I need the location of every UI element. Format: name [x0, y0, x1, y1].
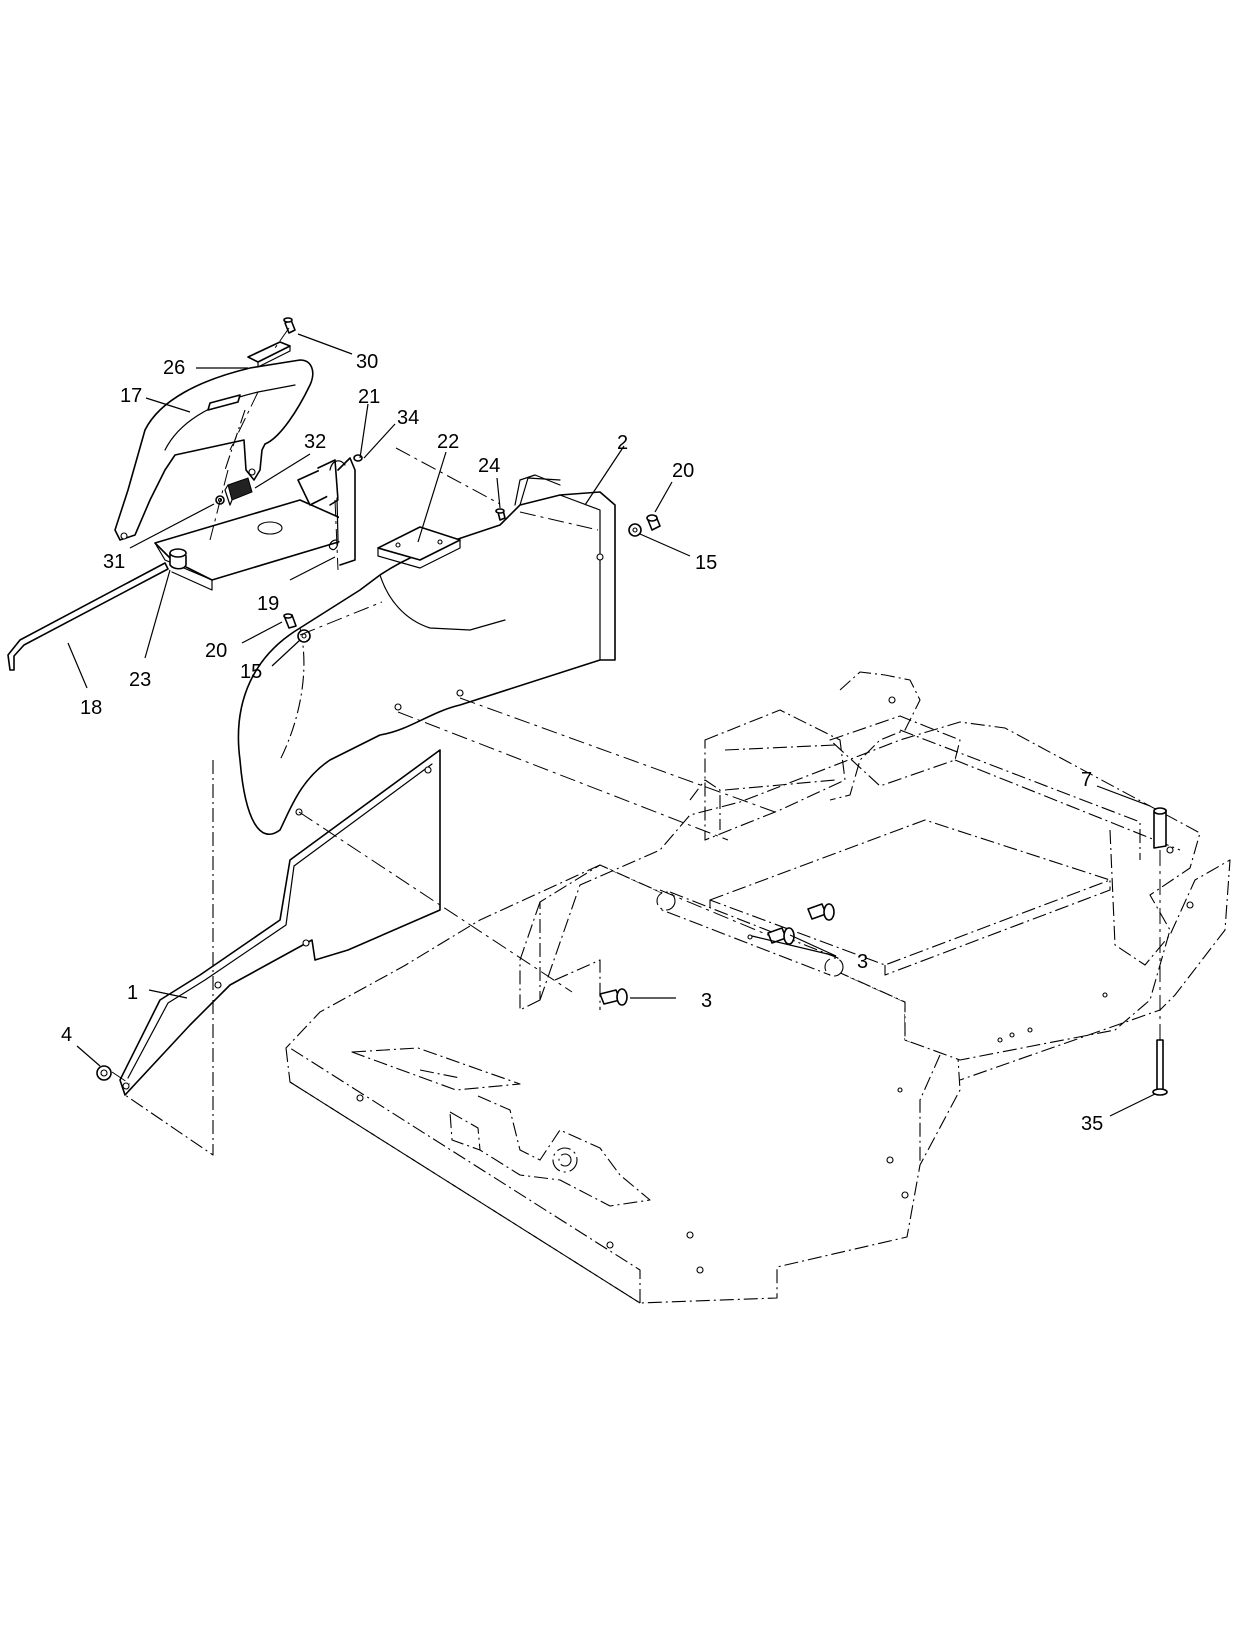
part-22-bracket: [377, 526, 461, 569]
callout-35: 35: [1081, 1113, 1103, 1135]
callout-32: 32: [304, 431, 326, 453]
callout-15b: 15: [240, 661, 262, 683]
callout-2: 2: [617, 432, 628, 454]
callout-19: 19: [257, 593, 279, 615]
part-20-bolt-lower: [283, 613, 297, 629]
part-7-spacer: [1153, 807, 1167, 849]
part-23-pivot: [169, 548, 187, 570]
part-32-latch: [224, 477, 253, 506]
leader-lines: [67, 333, 1156, 1117]
part-18-rod: [7, 562, 169, 671]
callout-22: 22: [437, 431, 459, 453]
part-4-nut: [96, 1065, 112, 1081]
callout-3b: 3: [701, 990, 712, 1012]
part-15-washer-lower: [297, 629, 311, 643]
part-3-bolt-a: [807, 903, 835, 921]
callout-15a: 15: [695, 552, 717, 574]
part-21-mount-bracket: [154, 457, 356, 591]
callout-23: 23: [129, 669, 151, 691]
callout-1: 1: [127, 982, 138, 1004]
callout-26: 26: [163, 357, 185, 379]
callout-20b: 20: [205, 640, 227, 662]
callout-24: 24: [478, 455, 500, 477]
part-3-bolt-c: [599, 988, 628, 1006]
part-1-side-panel: [119, 749, 441, 1156]
part-3-bolt-b: [767, 927, 795, 945]
part-15-washer-upper: [628, 523, 642, 537]
part-17-cover: [114, 359, 314, 541]
callout-18: 18: [80, 697, 102, 719]
callout-labels: 26 30 17 21 34 32 22 24 2 20 15 31 19 23…: [61, 351, 1103, 1135]
part-19-pin: [328, 497, 339, 551]
callout-3a: 3: [857, 951, 868, 973]
part-35-bolt: [1152, 1039, 1168, 1096]
part-20-bolt-upper: [646, 514, 661, 531]
callout-20a: 20: [672, 460, 694, 482]
part-30-screw: [283, 317, 296, 334]
part-24-screw: [495, 508, 506, 521]
callout-17: 17: [120, 385, 142, 407]
chassis-frame: [285, 671, 1231, 1304]
callout-31: 31: [103, 551, 125, 573]
callout-34: 34: [397, 407, 419, 429]
part-2-fender-console: [237, 474, 616, 836]
assembly-axes: [111, 327, 1161, 1085]
callout-4: 4: [61, 1024, 72, 1046]
callout-21: 21: [358, 386, 380, 408]
callout-7: 7: [1081, 769, 1092, 791]
part-26-latch-plate: [247, 341, 291, 368]
callout-30: 30: [356, 351, 378, 373]
